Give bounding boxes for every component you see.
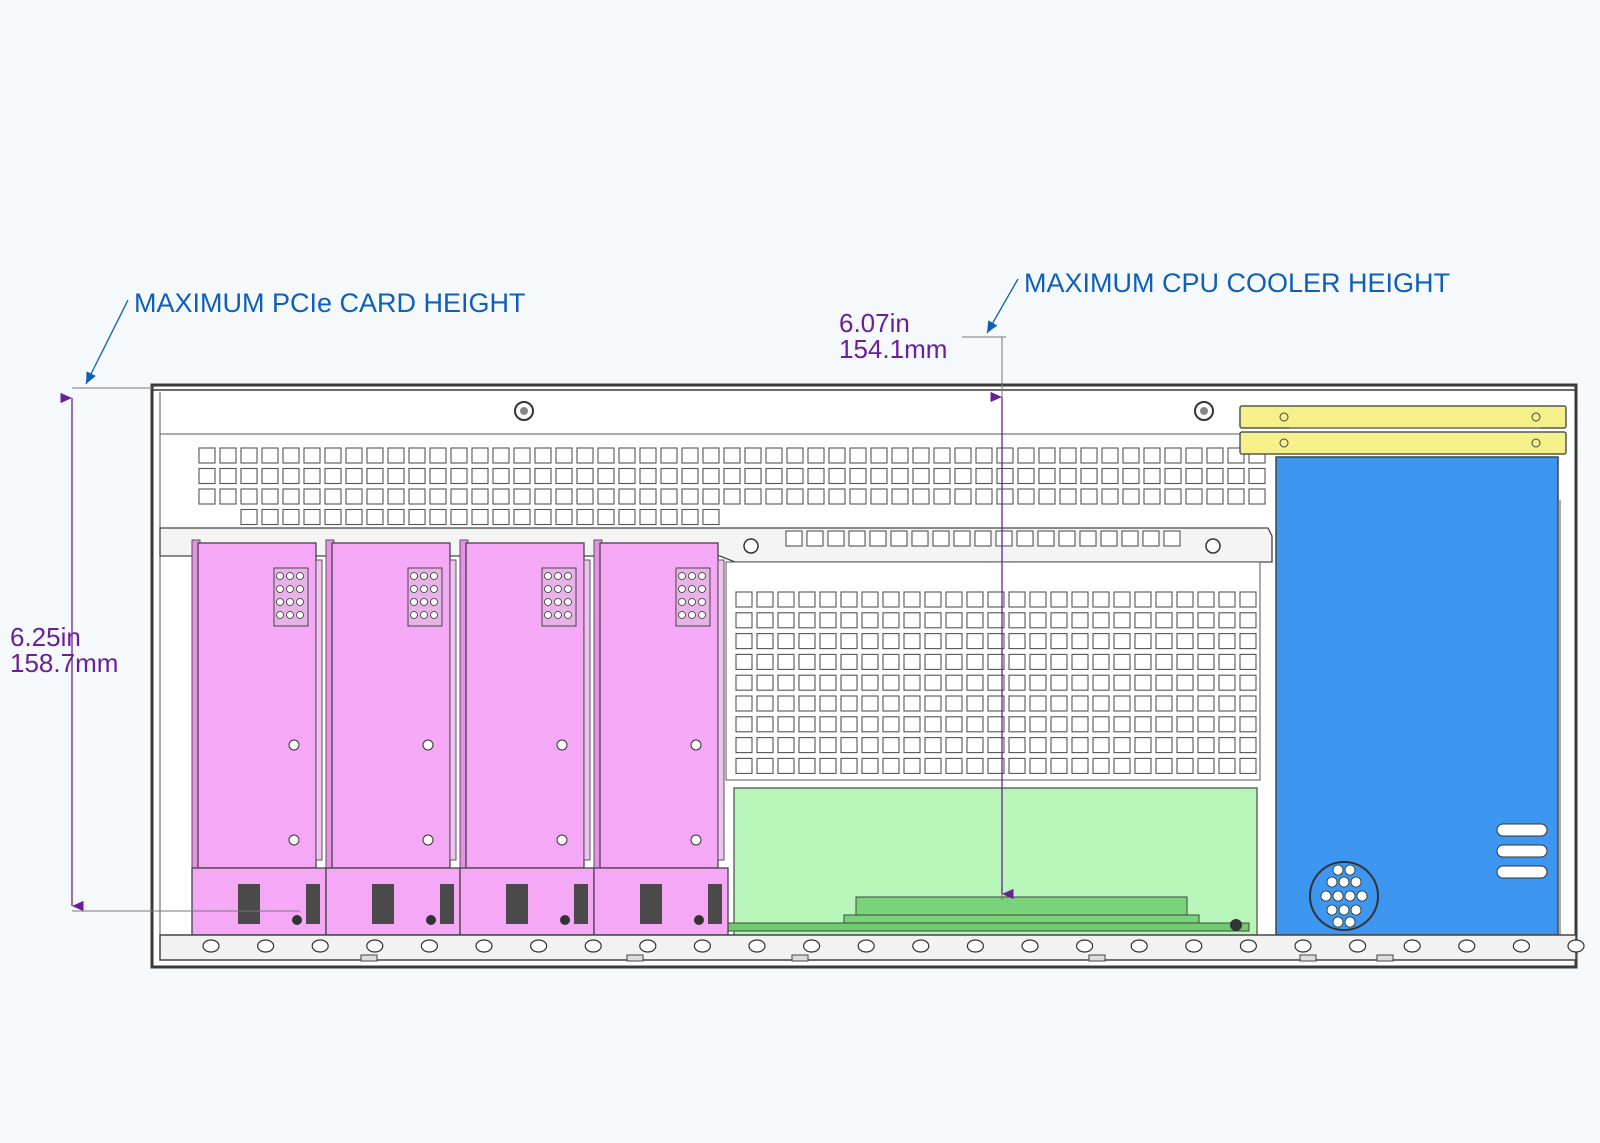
cpu-leader-arrow bbox=[986, 278, 1019, 334]
power-supply bbox=[1275, 456, 1561, 936]
pcie-dimension bbox=[60, 387, 300, 912]
pcie-card bbox=[191, 539, 327, 936]
pcie-leader-arrow bbox=[85, 299, 129, 385]
cpu-dimension bbox=[962, 336, 1014, 900]
pcie-dimension-inches: 6.25in bbox=[10, 622, 81, 652]
bracket-hook-icon bbox=[1205, 538, 1221, 554]
pcie-card bbox=[459, 539, 595, 936]
bottom-rail bbox=[159, 934, 1585, 962]
pcie-card bbox=[325, 539, 461, 936]
bracket-hook-icon bbox=[743, 538, 759, 554]
psu-fan-icon bbox=[1309, 861, 1379, 931]
cpu-height-title: MAXIMUM CPU COOLER HEIGHT bbox=[1024, 268, 1450, 298]
lower-vent-grid bbox=[735, 591, 1257, 774]
pcie-cards bbox=[191, 539, 729, 936]
pcie-card bbox=[593, 539, 729, 936]
pcie-dimension-mm: 158.7mm bbox=[10, 648, 118, 678]
cpu-dimension-inches: 6.07in bbox=[839, 308, 910, 338]
cpu-dimension-mm: 154.1mm bbox=[839, 334, 947, 364]
drive-cage bbox=[1239, 405, 1567, 455]
pcie-height-title: MAXIMUM PCIe CARD HEIGHT bbox=[134, 288, 526, 318]
